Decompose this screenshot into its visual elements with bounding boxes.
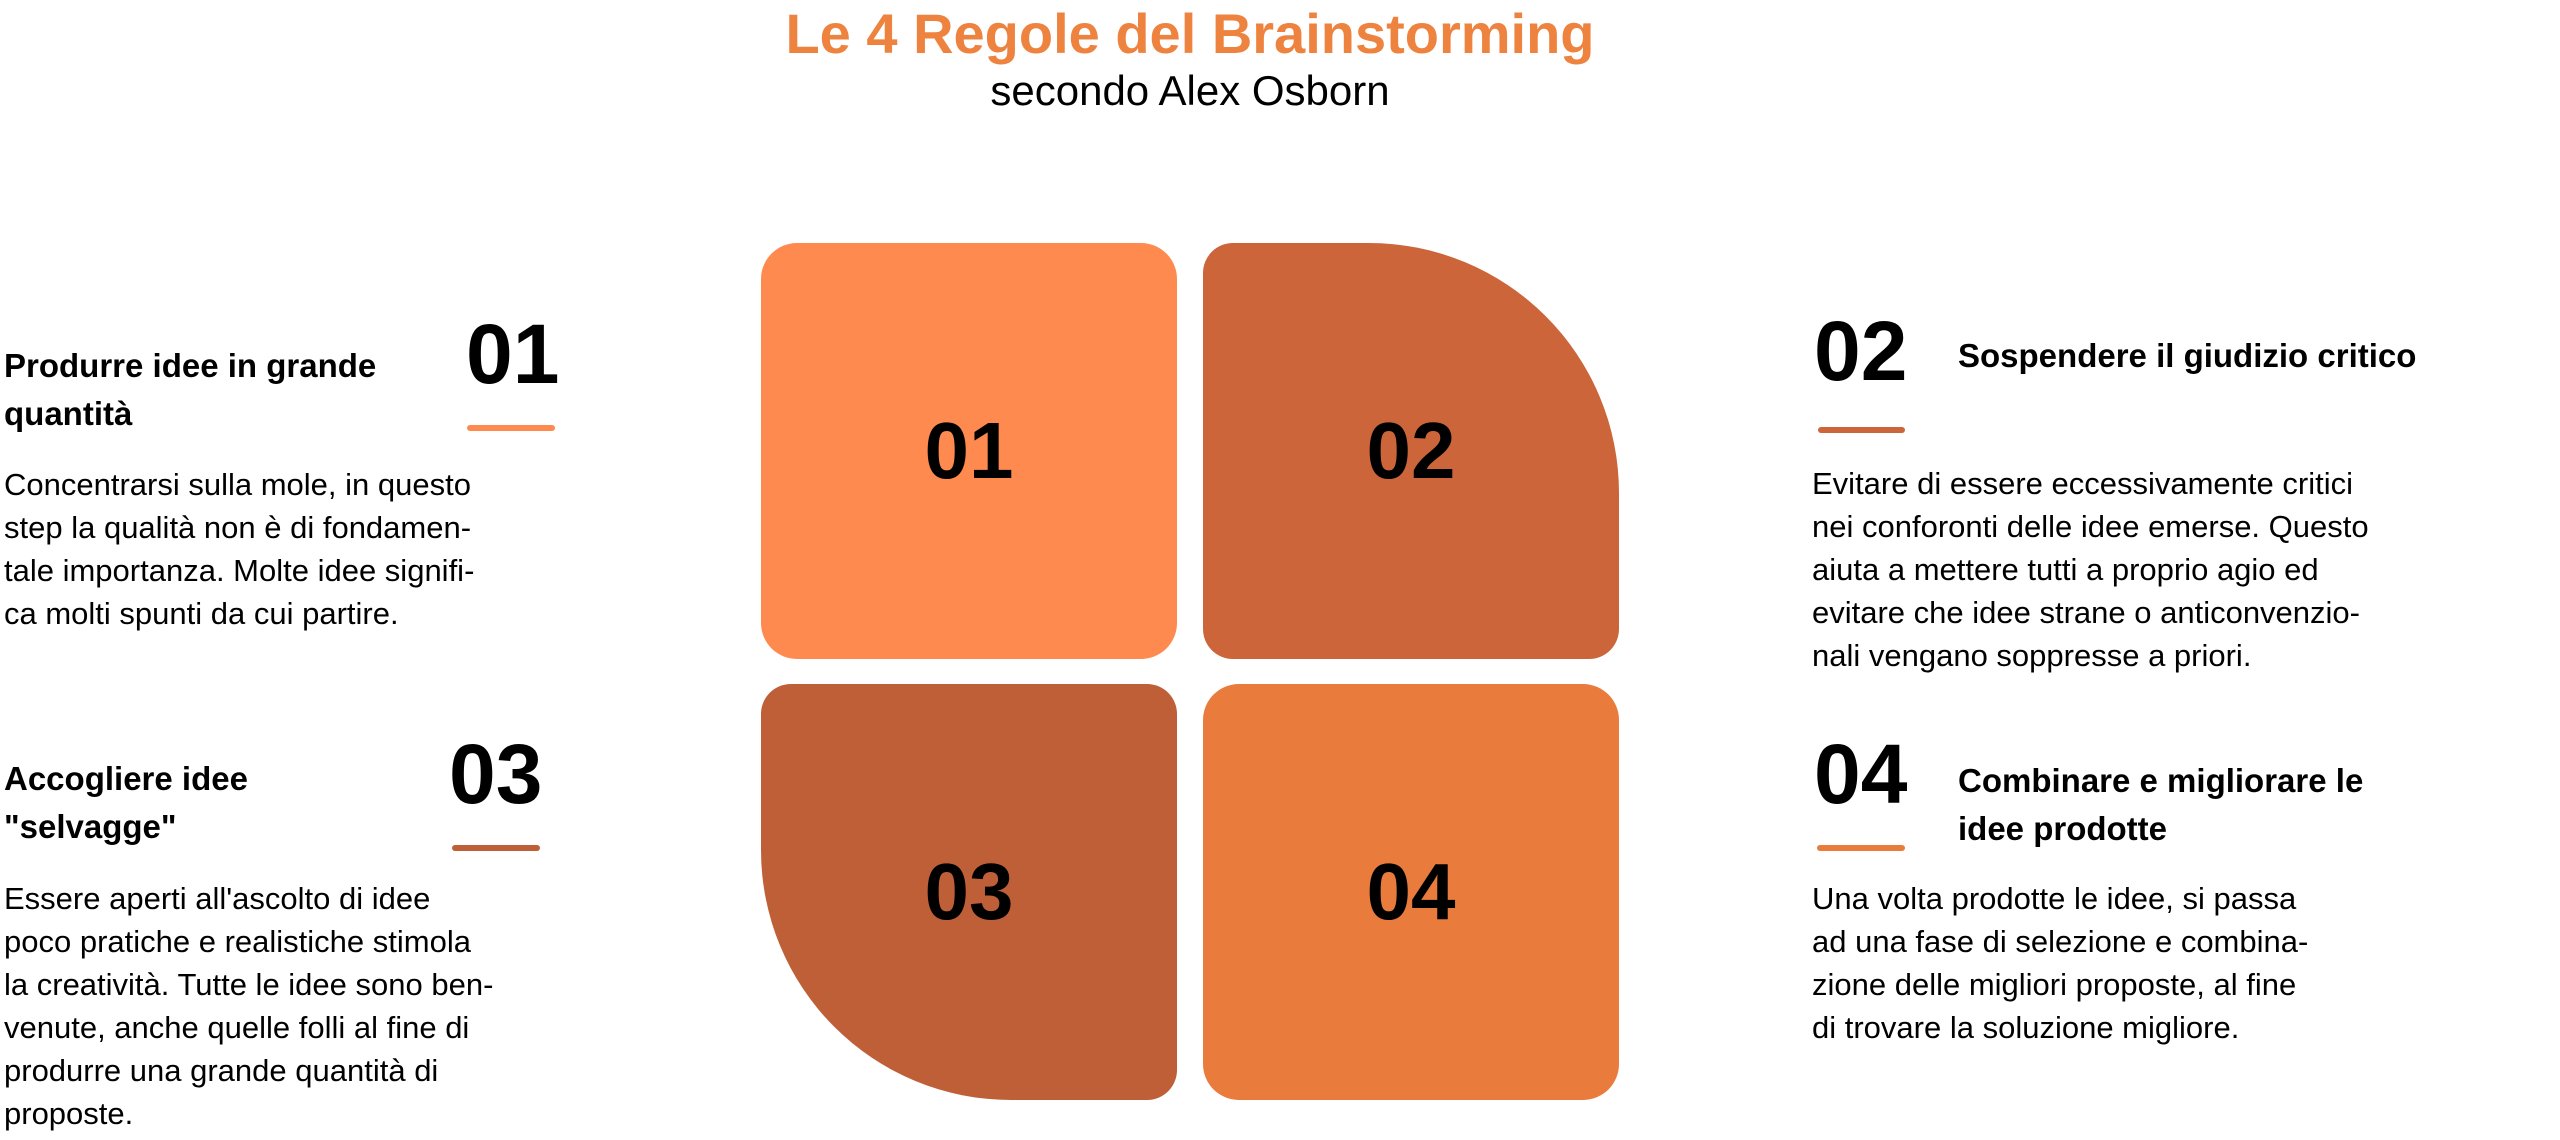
- rule-02-number: 02: [1814, 304, 1908, 398]
- text-line: zione delle migliori proposte, al fine: [1812, 967, 2297, 1002]
- page-subtitle: secondo Alex Osborn: [990, 67, 1390, 114]
- title-line: Accogliere idee: [4, 760, 248, 797]
- rule-04-number: 04: [1814, 727, 1908, 821]
- title-line: quantità: [4, 395, 133, 432]
- rule-03-title: Accogliere idee "selvagge": [4, 755, 248, 851]
- rule-03-underline: [452, 845, 540, 851]
- text-line: Concentrarsi sulla mole, in questo: [4, 467, 471, 502]
- text-line: aiuta a mettere tutti a proprio agio ed: [1812, 552, 2319, 587]
- rule-03-number: 03: [449, 727, 543, 821]
- text-line: la creatività. Tutte le idee sono ben-: [4, 967, 494, 1002]
- tile-label: 04: [1366, 847, 1456, 936]
- rule-01-description: Concentrarsi sulla mole, in questo step …: [4, 463, 474, 635]
- text-line: di trovare la soluzione migliore.: [1812, 1010, 2240, 1045]
- rule-03-description: Essere aperti all'ascolto di idee poco p…: [4, 877, 493, 1135]
- title-line: "selvagge": [4, 808, 177, 845]
- title-line: idee prodotte: [1958, 810, 2168, 847]
- text-line: nali vengano soppresse a priori.: [1812, 638, 2252, 673]
- title-line: Combinare e migliorare le: [1958, 762, 2364, 799]
- rule-02-title: Sospendere il giudizio critico: [1958, 332, 2416, 380]
- page-title: Le 4 Regole del Brainstorming: [785, 2, 1595, 65]
- text-line: venute, anche quelle folli al fine di: [4, 1010, 470, 1045]
- rule-01-underline: [467, 425, 555, 431]
- rule-01-number: 01: [466, 307, 560, 401]
- text-line: Una volta prodotte le idee, si passa: [1812, 881, 2297, 916]
- rule-04-description: Una volta prodotte le idee, si passa ad …: [1812, 877, 2308, 1049]
- text-line: ca molti spunti da cui partire.: [4, 596, 399, 631]
- rule-01-title: Produrre idee in grande quantità: [4, 342, 376, 438]
- text-line: nei conforonti delle idee emerse. Questo: [1812, 509, 2369, 544]
- text-line: proposte.: [4, 1096, 134, 1131]
- title-line: Sospendere il giudizio critico: [1958, 337, 2417, 374]
- tile-label: 02: [1366, 406, 1456, 495]
- tile-label: 01: [924, 406, 1014, 495]
- rule-02-description: Evitare di essere eccessivamente critici…: [1812, 462, 2369, 677]
- text-line: ad una fase di selezione e combina-: [1812, 924, 2309, 959]
- rule-04-underline: [1817, 845, 1905, 851]
- tile-03: 03: [761, 684, 1177, 1100]
- text-line: produrre una grande quantità di: [4, 1053, 439, 1088]
- text-line: step la qualità non è di fondamen-: [4, 510, 472, 545]
- text-line: evitare che idee strane o anticonvenzio-: [1812, 595, 2360, 630]
- text-line: tale importanza. Molte idee signifi-: [4, 553, 475, 588]
- text-line: Essere aperti all'ascolto di idee: [4, 881, 431, 916]
- text-line: Evitare di essere eccessivamente critici: [1812, 466, 2353, 501]
- rule-04-title: Combinare e migliorare le idee prodotte: [1958, 757, 2363, 853]
- tile-01: 01: [761, 243, 1177, 659]
- text-line: poco pratiche e realistiche stimola: [4, 924, 471, 959]
- tile-label: 03: [924, 847, 1014, 936]
- tile-02: 02: [1203, 243, 1619, 659]
- title-line: Produrre idee in grande: [4, 347, 377, 384]
- rule-02-underline: [1818, 427, 1905, 433]
- tile-04: 04: [1203, 684, 1619, 1100]
